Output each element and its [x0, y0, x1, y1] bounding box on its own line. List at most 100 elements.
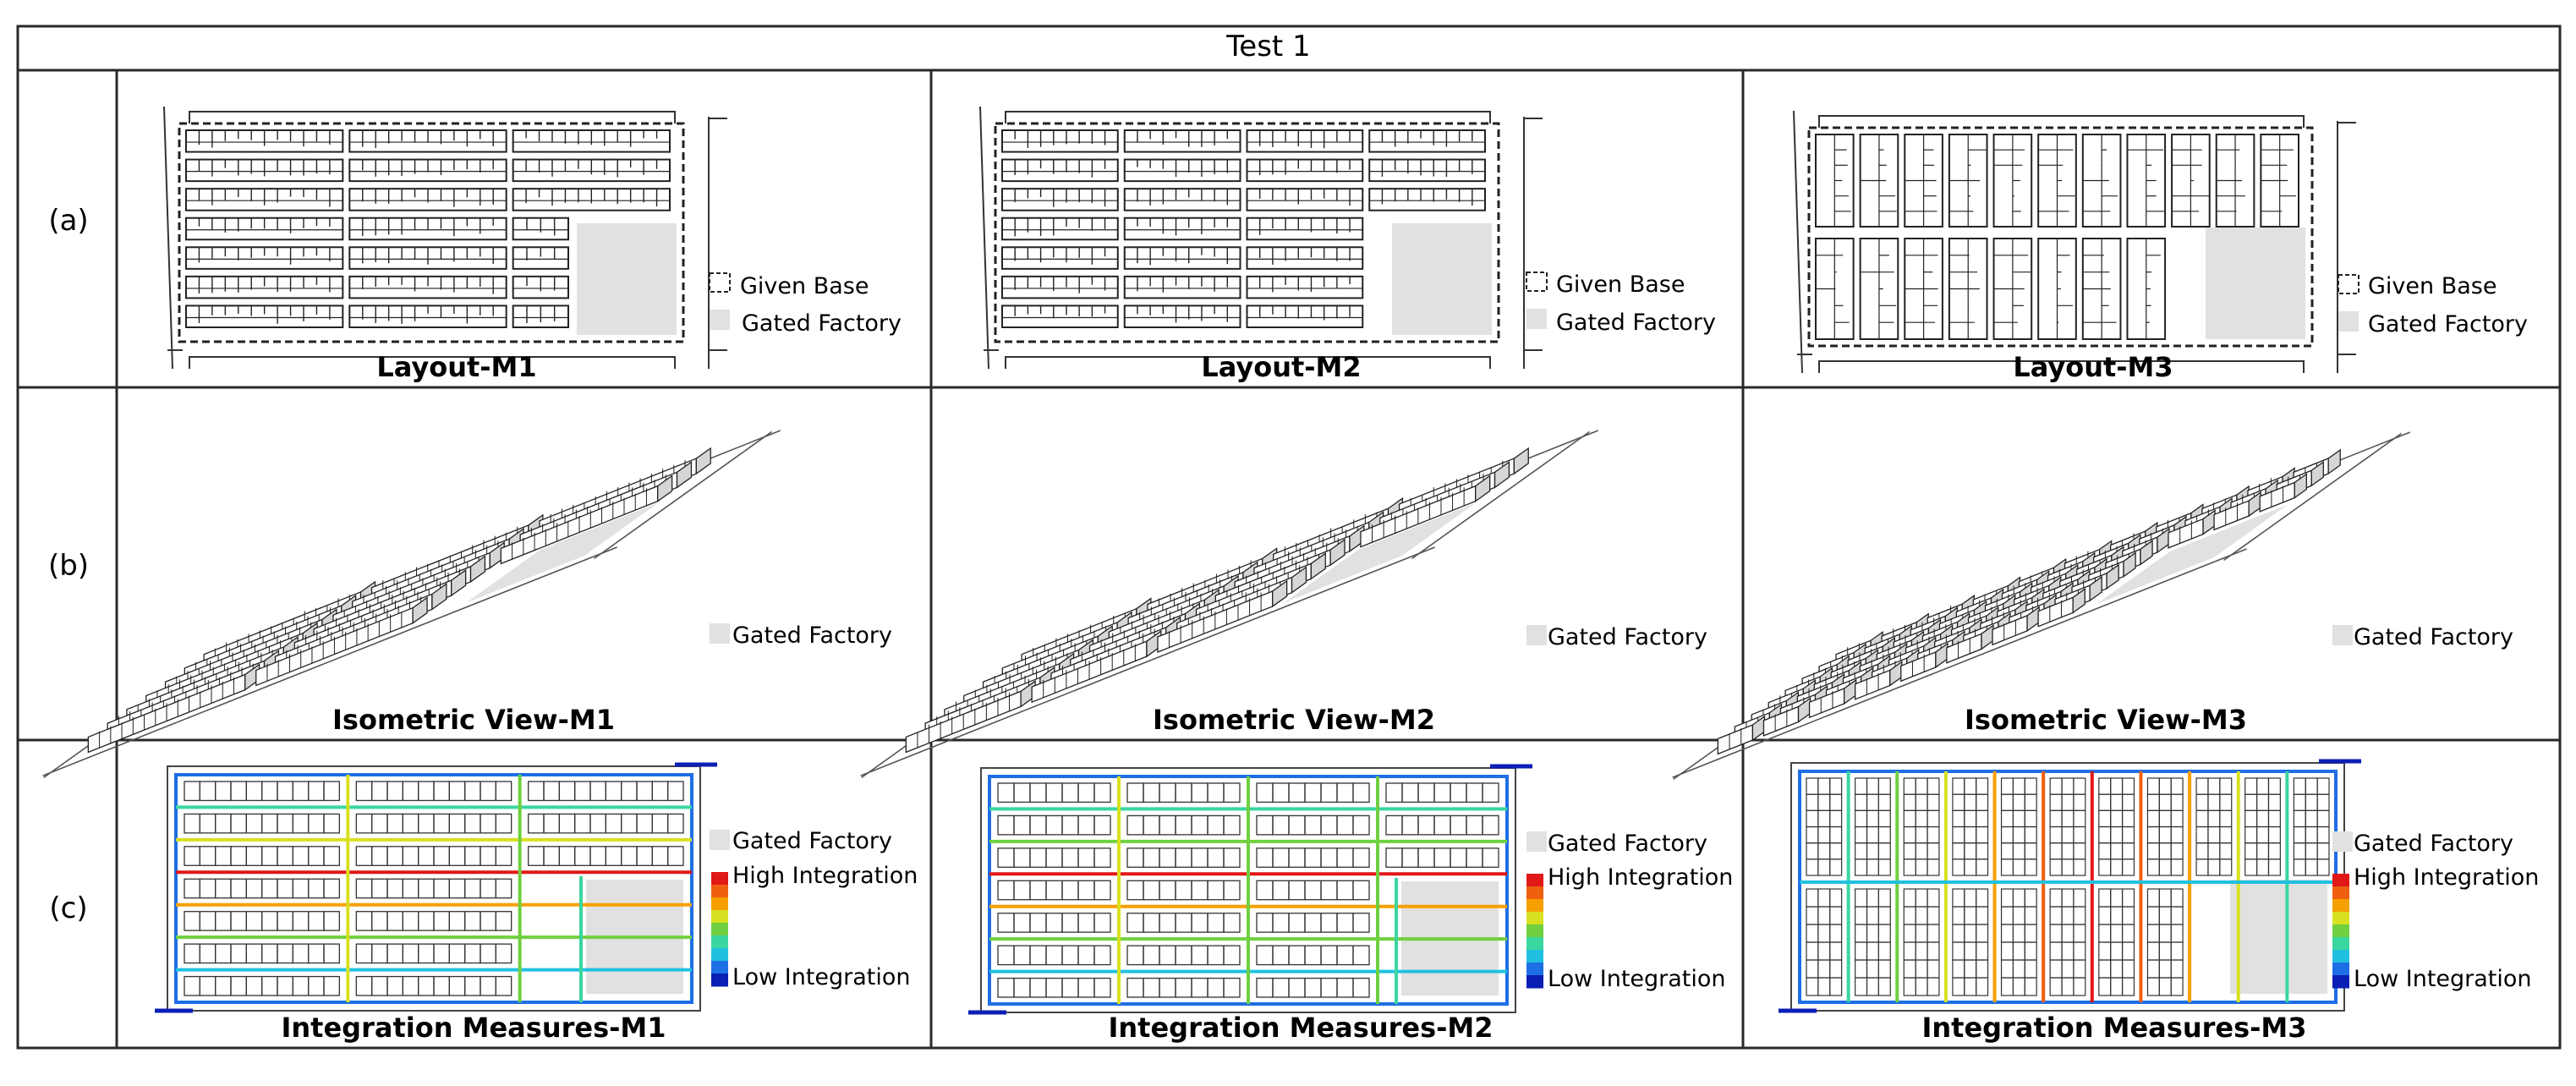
plot-cell — [2000, 906, 2014, 925]
plot-cell — [2073, 858, 2086, 876]
plot-cell — [2158, 809, 2172, 828]
plot-cell — [1336, 977, 1354, 998]
plot-cell — [199, 878, 216, 899]
plot-cell — [1877, 793, 1891, 811]
plot-cell — [1320, 945, 1338, 966]
plot-cell — [2098, 924, 2112, 943]
plot-cell — [277, 975, 293, 996]
plot-cell — [558, 846, 576, 866]
legend-given-base: Given Base — [740, 273, 869, 299]
plot-cell — [2073, 888, 2086, 908]
plot-cell — [1304, 977, 1322, 998]
plot-cell — [1952, 793, 1965, 811]
plot-cell — [1466, 814, 1483, 836]
plot-cell — [1336, 945, 1354, 966]
plot-cell — [2024, 924, 2037, 943]
plot-cell — [1927, 825, 1940, 844]
plot-cell — [1288, 977, 1306, 998]
plot-cell — [2024, 858, 2037, 876]
plot-cell — [2244, 809, 2258, 828]
legend-gated-factory: Gated Factory — [2354, 624, 2513, 650]
plot-cell — [1272, 782, 1290, 804]
building-face — [1843, 678, 1857, 705]
legend-layout-m1: Given Base Gated Factory — [709, 272, 902, 337]
plot-cell — [1207, 913, 1225, 933]
plot-cell — [1915, 777, 1928, 795]
plot-cell — [184, 813, 200, 834]
plot-cell — [1272, 847, 1290, 868]
plot-cell — [2098, 888, 2112, 908]
building-face — [1494, 460, 1510, 489]
plot-cell — [2316, 842, 2330, 860]
plot-cell — [1817, 825, 1831, 844]
plot-cell — [1126, 945, 1144, 966]
legend-integration-m2: Gated Factory High Integration Low Integ… — [1526, 831, 1733, 992]
plot-cell — [2158, 941, 2172, 961]
plot-cell — [495, 911, 512, 931]
plot-cell — [1866, 809, 1879, 828]
plot-cell — [1272, 913, 1290, 933]
plot-cell — [997, 945, 1015, 966]
legend-isometric-m2: Gated Factory — [1526, 624, 1707, 650]
legend-gated-factory: Gated Factory — [732, 623, 892, 649]
plot-cell — [1320, 880, 1338, 901]
plot-cell — [1029, 977, 1047, 998]
plot-cell — [2316, 793, 2330, 811]
plot-cell — [1143, 847, 1160, 868]
street-line — [594, 431, 773, 560]
street-line — [1818, 115, 2305, 128]
plot-cell — [1093, 880, 1111, 901]
row-label-b: (b) — [48, 549, 89, 583]
plot-cell — [1288, 782, 1306, 804]
plot-cell — [1191, 913, 1209, 933]
plot-cell — [2073, 959, 2086, 979]
plot-cell — [1191, 814, 1209, 836]
plot-cell — [2219, 842, 2233, 860]
plot-cell — [1061, 977, 1079, 998]
plot-cell — [1029, 847, 1047, 868]
plot-cell — [1045, 782, 1063, 804]
plot-cell — [651, 846, 669, 866]
plot-cell — [2073, 825, 2086, 844]
plot-cell — [308, 911, 325, 931]
plot-cell — [1855, 959, 1868, 979]
plot-cell — [1175, 913, 1192, 933]
plot-cell — [1903, 777, 1916, 795]
plot-cell — [1927, 793, 1940, 811]
plot-cell — [1817, 906, 1831, 925]
plot-cell — [1806, 941, 1819, 961]
given-base-boundary — [1807, 126, 2314, 348]
plot-cell — [1352, 913, 1370, 933]
plot-cell — [355, 911, 373, 931]
plot-cell — [2061, 858, 2075, 876]
housing-block — [1368, 158, 1486, 183]
plot-cell — [2146, 809, 2160, 828]
plot-cell — [1304, 782, 1322, 804]
integration-ramp-swatch — [2332, 874, 2349, 887]
plot-cell — [2121, 858, 2135, 876]
legend-low-integration: Low Integration — [732, 964, 911, 990]
gated-factory-swatch — [710, 830, 730, 850]
plot-cell — [371, 813, 388, 834]
plot-cell — [1952, 809, 1965, 828]
plot-cell — [371, 846, 388, 866]
plot-cell — [1013, 977, 1031, 998]
street-line — [1818, 360, 2305, 373]
plot-cell — [1352, 847, 1370, 868]
plot-cell — [215, 813, 232, 834]
plot-cell — [2000, 842, 2014, 860]
plot-cell — [402, 846, 419, 866]
plot-cell — [1806, 858, 1819, 876]
building-face — [431, 583, 447, 611]
plot-cell — [1159, 880, 1176, 901]
housing-block — [1123, 158, 1241, 183]
plot-cell — [2000, 858, 2014, 876]
plot-cell — [2073, 809, 2086, 828]
plot-cell — [2012, 977, 2025, 996]
plot-cell — [1866, 977, 1879, 996]
plot-cell — [371, 878, 388, 899]
building-face — [2157, 527, 2170, 554]
building-face — [2202, 509, 2216, 535]
plot-cell — [261, 911, 278, 931]
street-line — [163, 106, 173, 370]
